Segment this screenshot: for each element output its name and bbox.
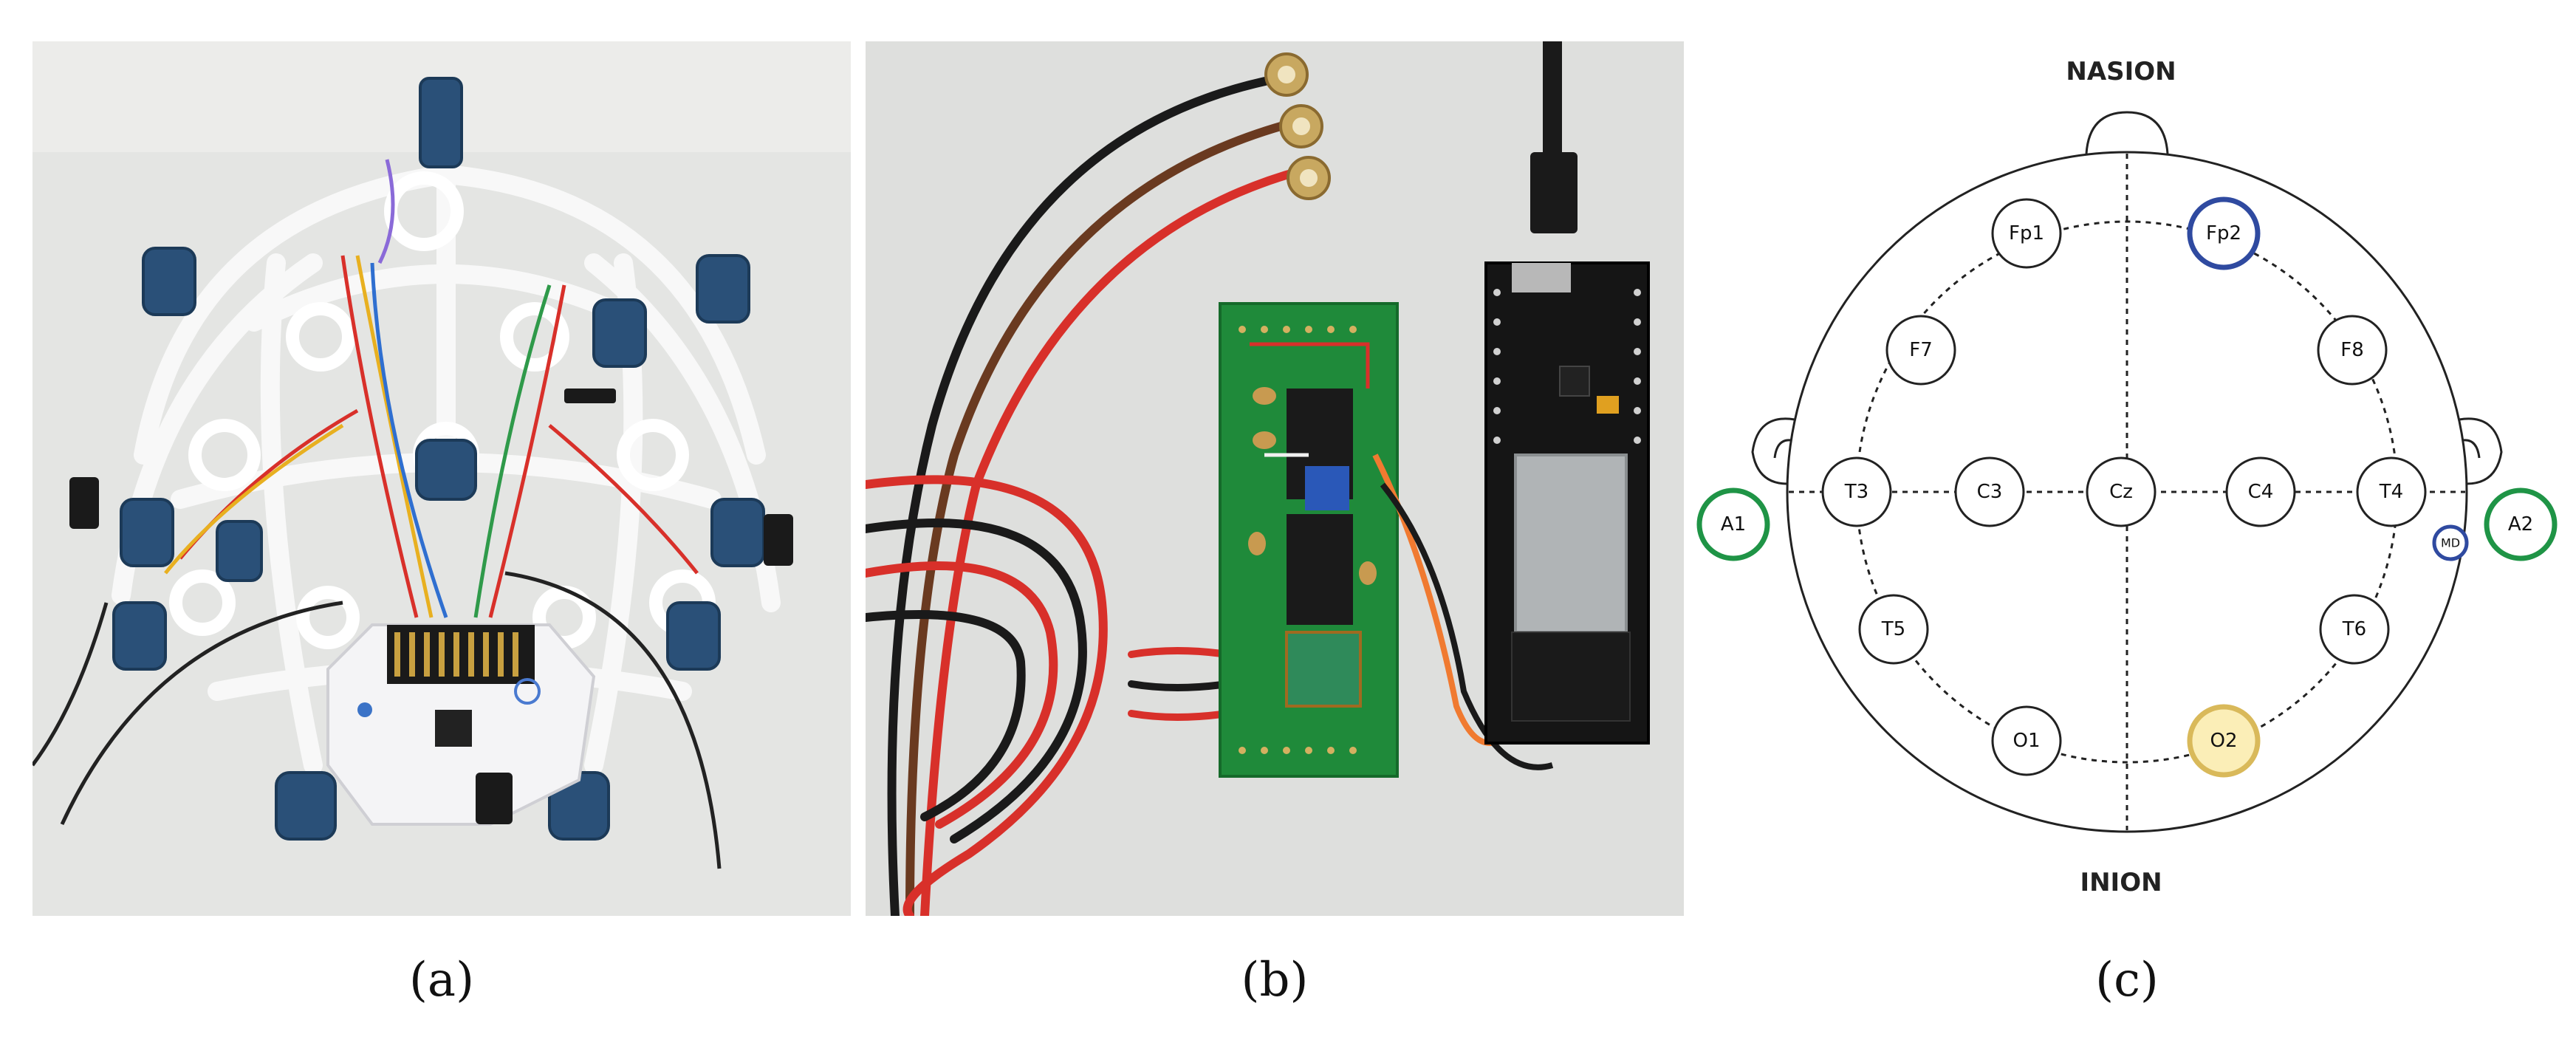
electrode-a1: A1 [1696, 487, 1770, 561]
electrode-t4: T4 [2356, 456, 2427, 527]
svg-text:C4: C4 [2248, 481, 2274, 503]
electrode-a2: A2 [2484, 487, 2558, 561]
montage-svg: NASION INION Fp1 Fp2 [1696, 57, 2558, 897]
svg-text:Fp2: Fp2 [2206, 222, 2241, 244]
inion-label: INION [2080, 868, 2162, 897]
electrode-t6: T6 [2319, 594, 2390, 665]
electrode-c3: C3 [1954, 456, 2025, 527]
f7-electrode: F7 [1885, 315, 1956, 386]
nasion-label: NASION [2066, 57, 2176, 86]
left-ear-outline [1751, 417, 1795, 485]
electrode-o1: O1 [1991, 705, 2062, 776]
electrode-md: MD [2432, 524, 2469, 561]
right-ear-outline [2459, 417, 2503, 485]
circuit-illustration [866, 41, 1684, 916]
caption-b: (b) [1241, 953, 1309, 1007]
headset-illustration [32, 41, 851, 916]
electrode-fp1: Fp1 [1991, 198, 2062, 269]
svg-text:Cz: Cz [2109, 481, 2133, 503]
svg-text:T6: T6 [2342, 618, 2366, 640]
head-outline [1786, 151, 2468, 833]
electrode-c4: C4 [2225, 456, 2296, 527]
svg-text:T5: T5 [1881, 618, 1905, 640]
svg-text:Fp1: Fp1 [2009, 222, 2044, 244]
svg-text:T3: T3 [1844, 481, 1868, 503]
nose-outline [2085, 111, 2169, 154]
svg-text:T4: T4 [2379, 481, 2403, 503]
svg-text:A2: A2 [2508, 513, 2533, 535]
caption-a: (a) [408, 953, 475, 1007]
electrode-montage-diagram: NASION INION Fp1 Fp2 [1684, 0, 2576, 960]
svg-text:MD: MD [2441, 536, 2460, 550]
headset-photo [32, 41, 851, 916]
svg-text:F8: F8 [2340, 339, 2364, 361]
electrode-t5: T5 [1858, 594, 1929, 665]
electrode-f8: F8 [2317, 315, 2388, 386]
electrode-t3: T3 [1821, 456, 1892, 527]
svg-text:A1: A1 [1721, 513, 1746, 535]
svg-text:F7: F7 [1909, 339, 1933, 361]
circuit-photo [866, 41, 1684, 916]
svg-text:O1: O1 [2012, 730, 2040, 752]
electrode-o2: O2 [2187, 704, 2261, 778]
svg-text:C3: C3 [1977, 481, 2003, 503]
svg-text:O2: O2 [2210, 730, 2237, 752]
caption-c: (c) [2095, 953, 2159, 1007]
electrode-fp2: Fp2 [2187, 196, 2261, 270]
electrode-cz: Cz [2086, 456, 2157, 527]
